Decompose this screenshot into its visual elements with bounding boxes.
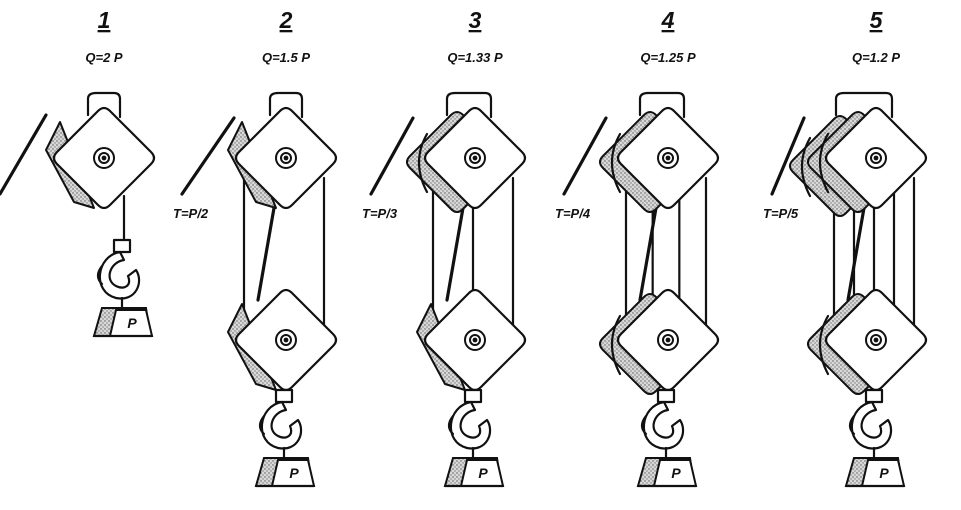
axle-pin	[283, 155, 289, 161]
tension-label: T=P/3	[362, 206, 398, 221]
upper-block	[227, 91, 338, 210]
upper-block	[406, 91, 527, 213]
lower-block	[416, 288, 527, 392]
rope-falls	[242, 176, 326, 332]
load-label: Q=1.2 P	[852, 50, 900, 65]
hook-shank	[274, 388, 294, 404]
hook-shank	[864, 388, 884, 404]
hook-shank	[112, 238, 132, 254]
hook-assembly: P	[443, 388, 505, 488]
upper-block	[599, 91, 720, 213]
system-3: 3Q=1.33 P T=P/3P	[362, 7, 527, 488]
sheave-groove	[800, 136, 812, 198]
top-bracket	[268, 91, 304, 119]
axle-pin	[472, 337, 478, 343]
hook-latch	[96, 264, 104, 286]
upper-block	[789, 91, 928, 217]
lower-block	[807, 288, 928, 395]
hook-assembly: P	[254, 388, 316, 488]
hook-icon	[642, 400, 685, 450]
load-label: Q=1.5 P	[262, 50, 310, 65]
upper-block	[45, 91, 156, 210]
hook-latch	[258, 414, 266, 436]
axle-pin	[283, 337, 289, 343]
axle-pin	[101, 155, 107, 161]
weight-label: P	[879, 465, 889, 481]
system-1: 1Q=2 P P	[0, 7, 156, 338]
hook-latch	[848, 414, 856, 436]
hook-assembly: P	[844, 388, 906, 488]
sheave-groove	[818, 132, 830, 194]
hook-latch	[447, 414, 455, 436]
hook-icon	[260, 400, 303, 450]
weight-label: P	[671, 465, 681, 481]
diagonal-rope	[256, 206, 276, 302]
pull-rope	[770, 116, 806, 196]
sheave-groove	[610, 132, 622, 194]
sheave-groove	[417, 132, 429, 194]
axle-pin	[873, 337, 879, 343]
system-number: 5	[870, 7, 884, 33]
system-4: 4Q=1.25 P T=P/4P	[555, 7, 720, 488]
hook-shank	[656, 388, 676, 404]
weight-label: P	[478, 465, 488, 481]
top-bracket	[86, 91, 122, 119]
axle-pin	[665, 337, 671, 343]
hook-shank	[463, 388, 483, 404]
diagonal-rope	[445, 206, 465, 302]
axle-pin	[873, 155, 879, 161]
hook-latch	[640, 414, 648, 436]
hook-icon	[98, 250, 141, 300]
lower-block	[599, 288, 720, 395]
axle-pin	[665, 155, 671, 161]
top-bracket	[834, 91, 894, 119]
sheave-groove	[818, 314, 830, 376]
top-bracket	[445, 91, 493, 119]
tension-label: T=P/4	[555, 206, 591, 221]
tension-label: T=P/5	[763, 206, 799, 221]
axle-pin	[472, 155, 478, 161]
lower-block	[227, 288, 338, 392]
system-number: 3	[469, 7, 482, 33]
hook-assembly: P	[92, 238, 154, 338]
diagonal-rope	[638, 206, 658, 302]
load-label: Q=2 P	[85, 50, 123, 65]
pull-rope	[180, 116, 236, 196]
load-label: Q=1.33 P	[447, 50, 503, 65]
weight-label: P	[127, 315, 137, 331]
pull-rope	[562, 116, 608, 196]
system-number: 4	[661, 7, 675, 33]
system-5: 5Q=1.2 P T=P/5P	[763, 7, 928, 488]
pull-rope	[369, 116, 415, 196]
load-label: Q=1.25 P	[640, 50, 696, 65]
sheave-groove	[610, 314, 622, 376]
top-bracket	[638, 91, 686, 119]
pull-rope	[0, 113, 48, 196]
hook-assembly: P	[636, 388, 698, 488]
system-2: 2Q=1.5 P T=P/2P	[173, 7, 338, 488]
system-number: 2	[279, 7, 293, 33]
tension-label: T=P/2	[173, 206, 209, 221]
diagonal-rope	[846, 206, 866, 302]
system-number: 1	[98, 7, 111, 33]
hook-icon	[449, 400, 492, 450]
weight-label: P	[289, 465, 299, 481]
hook-icon	[850, 400, 893, 450]
